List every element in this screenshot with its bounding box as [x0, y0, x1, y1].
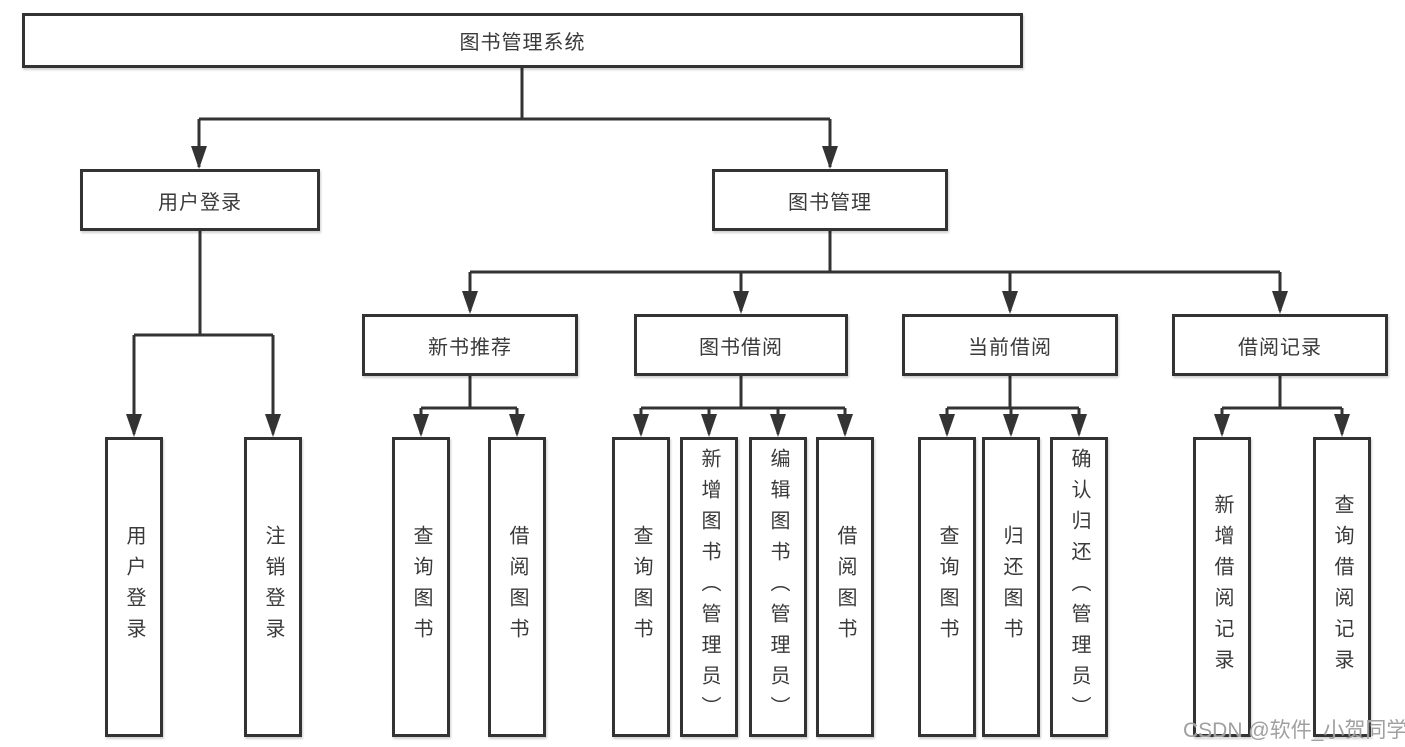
- leaf-borrowing-edit-book-admin-label: 编辑图书（管理员）: [767, 447, 789, 727]
- leaf-user-login-label: 用户登录: [123, 525, 145, 649]
- node-book-borrowing-label: 图书借阅: [699, 336, 783, 359]
- node-root-label: 图书管理系统: [459, 32, 586, 54]
- leaf-user-login: 用户登录: [105, 437, 163, 737]
- leaf-record-query-label: 查询借阅记录: [1331, 494, 1353, 680]
- node-book-borrowing: 图书借阅: [634, 314, 848, 376]
- leaf-current-query-books-label: 查询图书: [936, 525, 958, 649]
- leaf-borrowing-query-books: 查询图书: [612, 437, 670, 737]
- leaf-current-confirm-return-admin: 确认归还（管理员）: [1050, 437, 1108, 737]
- leaf-current-return-books: 归还图书: [982, 437, 1040, 737]
- node-book-management-label: 图书管理: [788, 191, 872, 214]
- node-user-login: 用户登录: [80, 169, 320, 231]
- node-current-borrowing: 当前借阅: [902, 314, 1118, 376]
- leaf-logout-label: 注销登录: [262, 525, 284, 649]
- leaf-borrowing-add-book-admin-label: 新增图书（管理员）: [698, 447, 720, 727]
- node-new-book-recommend-label: 新书推荐: [428, 336, 512, 359]
- leaf-borrowing-borrow-books: 借阅图书: [816, 437, 874, 737]
- leaf-record-add-label: 新增借阅记录: [1211, 494, 1233, 680]
- node-book-management: 图书管理: [712, 169, 948, 231]
- leaf-record-query: 查询借阅记录: [1313, 437, 1371, 737]
- leaf-current-query-books: 查询图书: [918, 437, 976, 737]
- watermark: CSDN @软件_小贺同学: [1183, 719, 1405, 742]
- node-current-borrowing-label: 当前借阅: [968, 336, 1052, 359]
- leaf-current-confirm-return-admin-label: 确认归还（管理员）: [1068, 447, 1090, 727]
- leaf-newbook-borrow-books: 借阅图书: [488, 437, 546, 737]
- leaf-current-return-books-label: 归还图书: [1000, 525, 1022, 649]
- leaf-borrowing-add-book-admin: 新增图书（管理员）: [680, 437, 738, 737]
- leaf-borrowing-edit-book-admin: 编辑图书（管理员）: [749, 437, 807, 737]
- leaf-borrowing-query-books-label: 查询图书: [630, 525, 652, 649]
- leaf-newbook-borrow-books-label: 借阅图书: [506, 525, 528, 649]
- leaf-newbook-query-books: 查询图书: [392, 437, 450, 737]
- node-root: 图书管理系统: [22, 13, 1023, 68]
- node-user-login-label: 用户登录: [158, 191, 242, 214]
- leaf-logout: 注销登录: [244, 437, 302, 737]
- leaf-newbook-query-books-label: 查询图书: [410, 525, 432, 649]
- leaf-record-add: 新增借阅记录: [1193, 437, 1251, 737]
- node-borrowing-records: 借阅记录: [1172, 314, 1388, 376]
- node-borrowing-records-label: 借阅记录: [1238, 336, 1322, 359]
- node-new-book-recommend: 新书推荐: [362, 314, 578, 376]
- leaf-borrowing-borrow-books-label: 借阅图书: [834, 525, 856, 649]
